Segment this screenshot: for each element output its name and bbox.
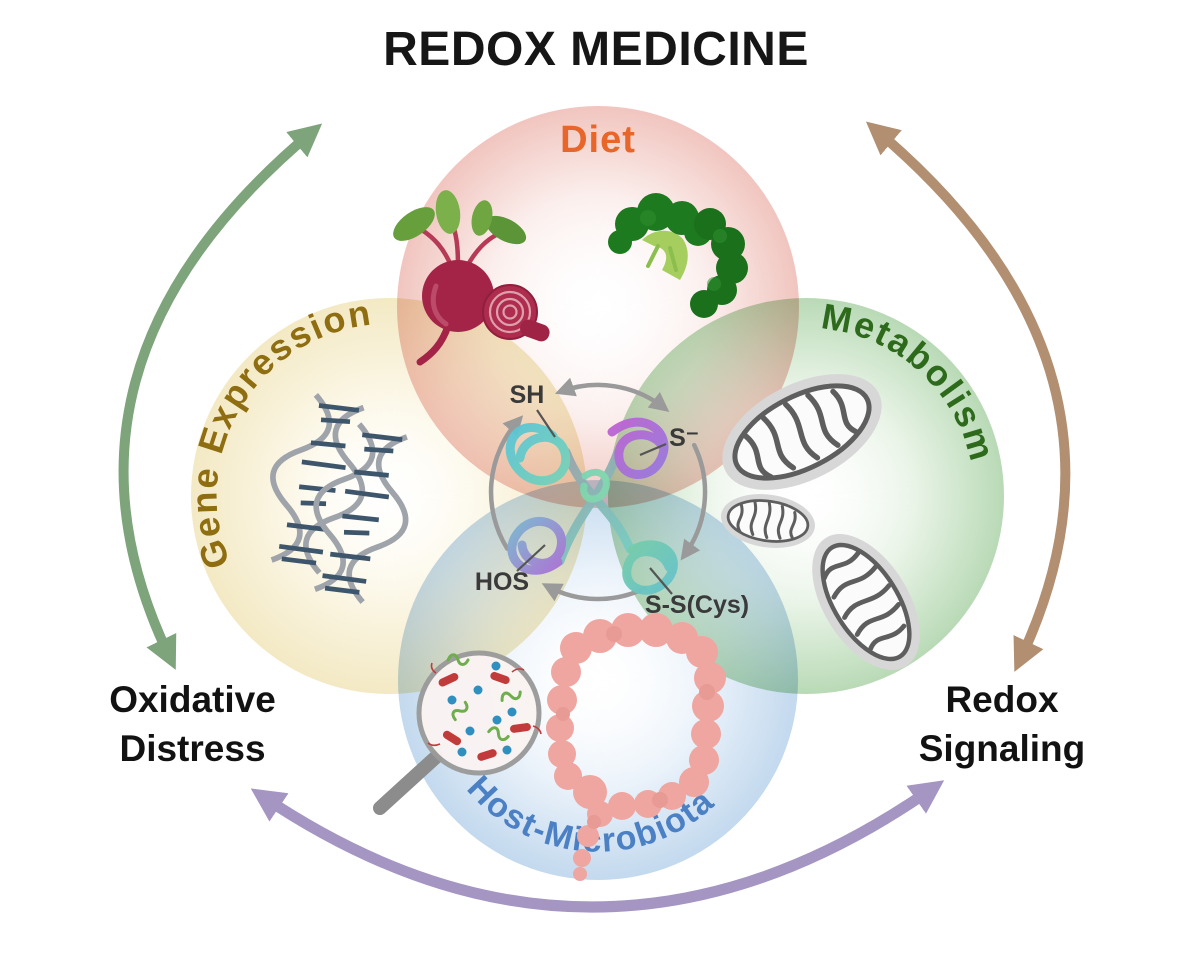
cycle-arc-bottom <box>541 583 648 602</box>
cycle-arc-right <box>680 442 708 561</box>
redox-signaling-line1: Redox <box>945 679 1059 720</box>
thiol-connectors <box>516 409 673 595</box>
s-minus-label: S⁻ <box>669 424 699 452</box>
redox-signaling-arrow <box>865 121 1071 672</box>
redox-signaling-line2: Signaling <box>918 727 1086 769</box>
page-title: REDOX MEDICINE <box>383 23 809 76</box>
diet-circle-label: Diet <box>560 119 636 161</box>
oxidative-distress-line2: Distress <box>119 727 266 769</box>
magnifier-bacteria-icon <box>373 650 542 815</box>
redox-cycle-arrows <box>488 377 708 602</box>
sh-label: SH <box>510 381 545 409</box>
cycle-arc-top <box>554 377 670 412</box>
magnifier-handle <box>373 750 443 815</box>
oxidative-distress-line1: Oxidative <box>109 679 276 720</box>
bacteria-group <box>427 653 542 761</box>
cycle-arc-left <box>488 415 524 551</box>
ss-cys-label: S-S(Cys) <box>645 591 749 619</box>
redox-signaling-label: Redox Signaling <box>882 676 1122 774</box>
colon-icon <box>546 613 726 881</box>
beet-icon <box>393 190 550 366</box>
oxidative-distress-label: Oxidative Distress <box>70 676 315 774</box>
oxidative-distress-arrow <box>118 123 323 670</box>
microbiota-bridge-arrow <box>250 780 945 913</box>
broccoli-icon <box>608 193 748 318</box>
hos-label: HOS <box>475 568 529 596</box>
